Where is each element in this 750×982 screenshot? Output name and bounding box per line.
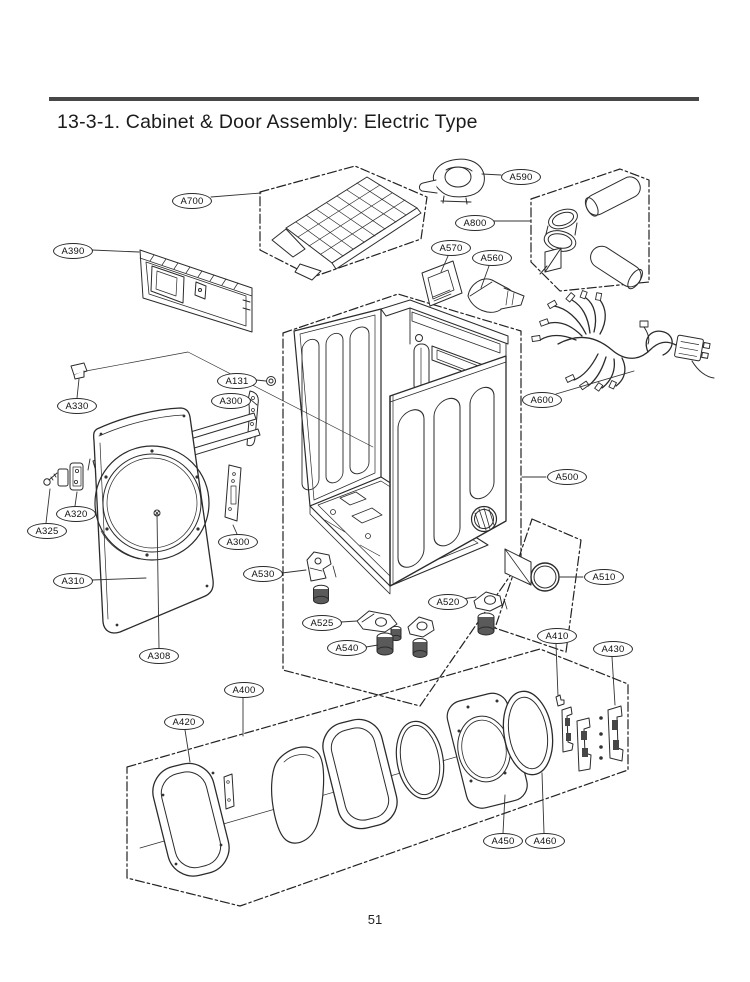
page-number: 51 — [367, 912, 383, 927]
part-duct-a560 — [467, 278, 525, 313]
callout-a330: A330 — [57, 398, 97, 414]
part-rack-a700 — [271, 176, 422, 281]
callout-a525: A525 — [302, 615, 342, 631]
callout-a131: A131 — [217, 373, 257, 389]
part-door-glass — [271, 746, 325, 844]
callout-a300-bottom: A300 — [218, 534, 258, 550]
screw-dots — [599, 716, 603, 760]
part-door-frame-mid — [322, 718, 398, 830]
callout-a325: A325 — [27, 523, 67, 539]
part-front-panel-a310 — [92, 407, 214, 634]
part-clip-a330 — [70, 362, 88, 380]
callout-a700: A700 — [172, 193, 212, 209]
leader-lines — [45, 173, 635, 834]
part-door-hinge-strip — [223, 773, 235, 810]
callout-a320: A320 — [56, 506, 96, 522]
callout-a520: A520 — [428, 594, 468, 610]
callout-a310: A310 — [53, 573, 93, 589]
page-title: 13-3-1. Cabinet & Door Assembly: Electri… — [57, 111, 478, 133]
part-panel-a390 — [139, 249, 253, 333]
callout-a530: A530 — [243, 566, 283, 582]
callout-a460: A460 — [525, 833, 565, 849]
part-hinge-a430 — [607, 705, 624, 762]
part-bracket-foot-middle — [407, 616, 435, 658]
part-bracket-a300-bottom — [224, 464, 242, 522]
callout-a430: A430 — [593, 641, 633, 657]
title-rule — [49, 97, 699, 101]
part-knob-a131 — [266, 376, 276, 386]
part-hinges — [561, 705, 624, 772]
callout-a390: A390 — [53, 243, 93, 259]
callout-a510: A510 — [584, 569, 624, 585]
part-fan-a590 — [419, 158, 485, 205]
part-ducts-a800 — [539, 176, 643, 290]
callout-a308: A308 — [139, 648, 179, 664]
part-door-gasket-ring — [395, 720, 445, 800]
box-A400 — [126, 648, 629, 907]
callout-a410: A410 — [537, 628, 577, 644]
callout-a800: A800 — [455, 215, 495, 231]
part-door-ring-a420 — [152, 762, 230, 877]
callout-a590: A590 — [501, 169, 541, 185]
callout-a400: A400 — [224, 682, 264, 698]
callout-a450: A450 — [483, 833, 523, 849]
door-assembly — [139, 690, 624, 877]
callout-a540: A540 — [327, 640, 367, 656]
part-screw-a308 — [153, 509, 161, 517]
part-bracket-a525 — [356, 610, 402, 642]
callout-a570: A570 — [431, 240, 471, 256]
part-bracket-a520 — [473, 591, 508, 636]
box-A510 — [494, 518, 582, 653]
box-A700 — [259, 165, 428, 278]
callout-a420: A420 — [164, 714, 204, 730]
box-A800 — [530, 168, 650, 292]
callout-a560: A560 — [472, 250, 512, 266]
part-outlet-a510 — [504, 548, 560, 592]
callout-a600: A600 — [522, 392, 562, 408]
part-harness-a600 — [531, 290, 715, 392]
callout-a500: A500 — [547, 469, 587, 485]
part-foot-a540 — [376, 632, 394, 656]
callout-a300-top: A300 — [211, 393, 251, 409]
part-cabinet — [293, 299, 509, 595]
part-pin-a410 — [555, 694, 565, 707]
part-screw-a325 — [43, 472, 58, 486]
part-hinge-a320 — [57, 462, 84, 491]
part-plate-a570 — [421, 260, 463, 307]
part-door-glass-ring-a460 — [502, 690, 554, 776]
part-bracket-a530 — [306, 551, 337, 605]
